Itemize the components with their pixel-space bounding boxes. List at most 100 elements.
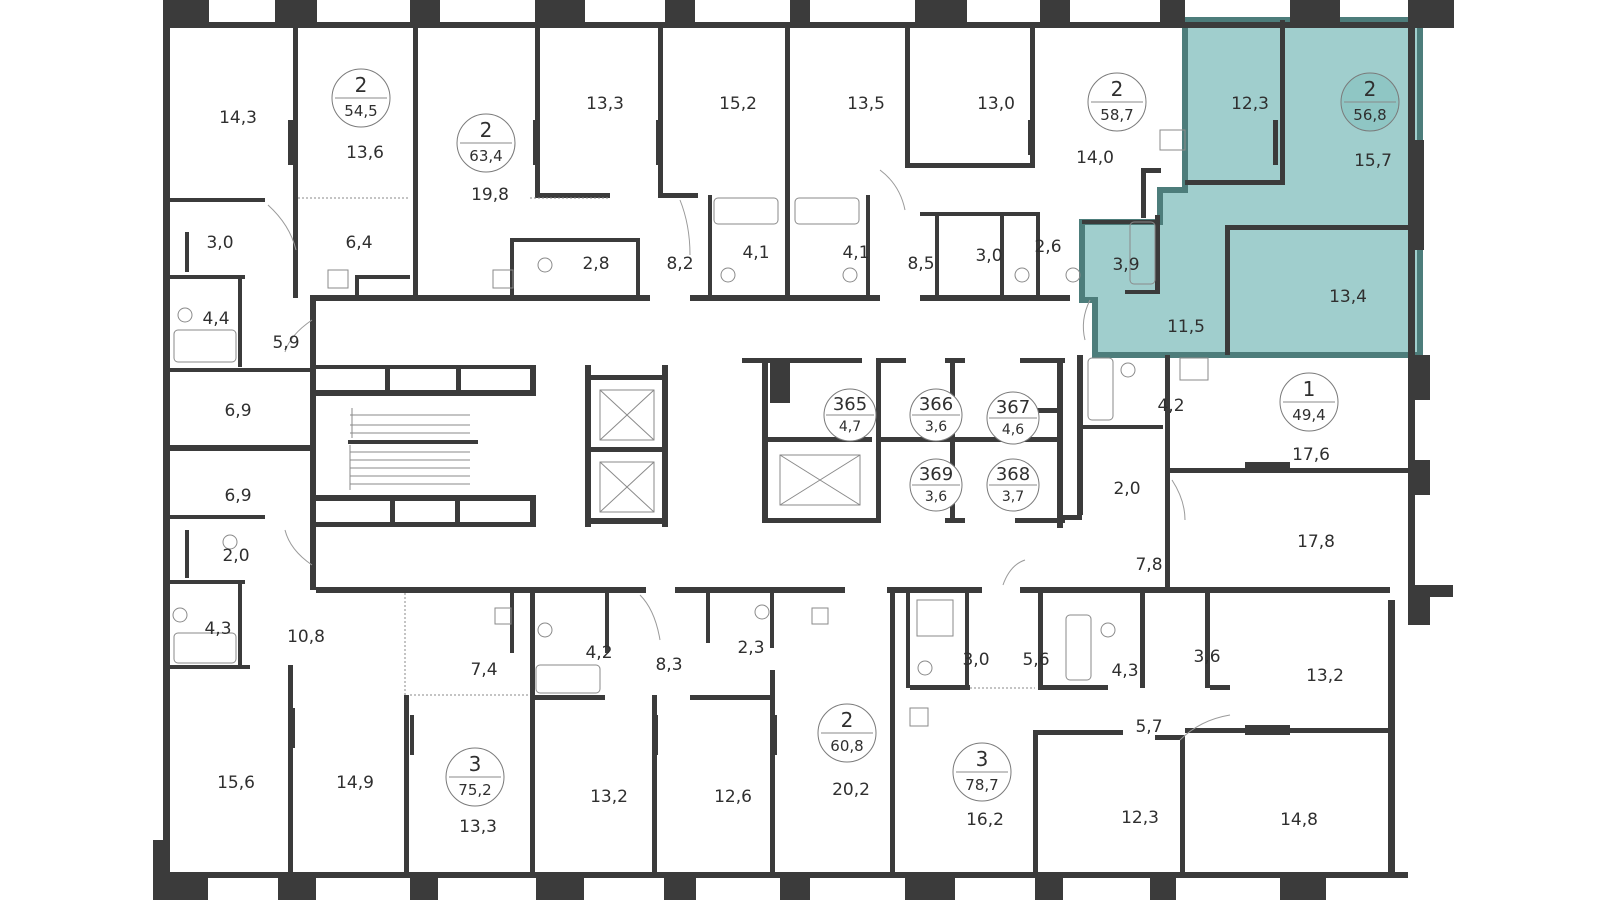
room-area-label: 4,3	[1111, 661, 1138, 681]
storage-number: 369	[919, 464, 953, 485]
storage-badge[interactable]: 365 4,7	[823, 388, 877, 442]
room-area-label: 14,3	[219, 108, 257, 128]
room-area-label: 4,3	[204, 619, 231, 639]
door-swings	[267, 169, 1231, 741]
storage-number: 367	[996, 397, 1030, 418]
storage-badge[interactable]: 369 3,6	[909, 458, 963, 512]
storage-badge[interactable]: 367 4,6	[986, 391, 1040, 445]
room-area-label: 10,8	[287, 627, 325, 647]
room-area-label: 7,4	[470, 660, 497, 680]
storage-area: 3,6	[925, 419, 947, 435]
room-area-label: 12,3	[1231, 94, 1269, 114]
room-area-label: 17,6	[1292, 445, 1330, 465]
room-area-label: 14,9	[336, 773, 374, 793]
room-area-label: 2,8	[582, 254, 609, 274]
storage-badges: 365 4,7 366 3,6 367 4,6 369 3,6 368 3,7	[823, 388, 1040, 512]
apartment-badge[interactable]: 3 78,7	[952, 742, 1012, 802]
room-area-label: 3,9	[1112, 255, 1139, 275]
storage-badge[interactable]: 368 3,7	[986, 458, 1040, 512]
apartment-total-area: 75,2	[458, 781, 491, 799]
room-area-label: 2,0	[222, 546, 249, 566]
storage-area: 3,7	[1002, 489, 1024, 505]
room-area-label: 15,2	[719, 94, 757, 114]
apartment-rooms: 2	[841, 708, 854, 732]
room-area-label: 4,2	[1157, 396, 1184, 416]
room-area-label: 11,5	[1167, 317, 1205, 337]
room-area-label: 14,8	[1280, 810, 1318, 830]
apartment-total-area: 78,7	[965, 776, 998, 794]
room-area-label: 20,2	[832, 780, 870, 800]
apartment-rooms: 1	[1303, 377, 1316, 401]
apartment-rooms: 2	[1111, 77, 1124, 101]
apartment-rooms: 2	[1364, 77, 1377, 101]
apartment-badge[interactable]: 3 75,2	[445, 747, 505, 807]
room-area-label: 13,2	[590, 787, 628, 807]
room-area-label: 8,5	[907, 254, 934, 274]
room-area-label: 12,3	[1121, 808, 1159, 828]
apartment-badges: 2 54,5 2 63,4 2 58,7 2 56,8 1 49,4	[331, 68, 1400, 807]
room-area-label: 2,3	[737, 638, 764, 658]
apartment-rooms: 2	[480, 118, 493, 142]
room-area-label: 19,8	[471, 185, 509, 205]
storage-number: 368	[996, 464, 1030, 485]
room-area-label: 13,3	[459, 817, 497, 837]
room-area-label: 15,7	[1354, 151, 1392, 171]
room-area-label: 16,2	[966, 810, 1004, 830]
apartment-total-area: 60,8	[830, 737, 863, 755]
room-labels: 14,3 13,6 19,8 13,3 15,2 13,5 13,0 14,0 …	[202, 94, 1391, 837]
staircase	[349, 408, 470, 490]
apartment-badge[interactable]: 2 63,4	[456, 113, 516, 173]
room-area-label: 15,6	[217, 773, 255, 793]
apartment-total-area: 58,7	[1100, 106, 1133, 124]
apartment-badge[interactable]: 2 58,7	[1087, 72, 1147, 132]
room-area-label: 6,9	[224, 486, 251, 506]
apartment-badge[interactable]: 2 60,8	[817, 703, 877, 763]
outer-walls	[153, 0, 1454, 900]
storage-badge[interactable]: 366 3,6	[909, 388, 963, 442]
room-area-label: 3,0	[975, 246, 1002, 266]
room-area-label: 4,2	[585, 643, 612, 663]
room-area-label: 13,5	[847, 94, 885, 114]
zone-lines	[298, 197, 1035, 696]
room-area-label: 5,6	[1022, 650, 1049, 670]
apartment-badge[interactable]: 1 49,4	[1279, 372, 1339, 432]
room-area-label: 6,4	[345, 233, 372, 253]
apartment-total-area: 56,8	[1353, 106, 1386, 124]
room-area-label: 13,3	[586, 94, 624, 114]
storage-number: 366	[919, 394, 953, 415]
room-area-label: 4,1	[842, 243, 869, 263]
room-area-label: 4,4	[202, 309, 229, 329]
room-area-label: 13,4	[1329, 287, 1367, 307]
elevators	[599, 389, 861, 513]
room-area-label: 8,2	[666, 254, 693, 274]
selected-apartment[interactable]	[1079, 17, 1423, 358]
storage-area: 4,6	[1002, 422, 1024, 438]
room-area-label: 5,7	[1135, 717, 1162, 737]
storage-area: 4,7	[839, 419, 861, 435]
room-area-label: 17,8	[1297, 532, 1335, 552]
room-area-label: 14,0	[1076, 148, 1114, 168]
room-area-label: 13,0	[977, 94, 1015, 114]
apartment-total-area: 54,5	[344, 102, 377, 120]
bathroom-fixtures	[172, 129, 1209, 727]
room-area-label: 5,9	[272, 333, 299, 353]
room-area-label: 6,9	[224, 401, 251, 421]
storage-number: 365	[833, 394, 867, 415]
room-area-label: 3,6	[1193, 647, 1220, 667]
apartment-total-area: 63,4	[469, 147, 502, 165]
apartment-total-area: 49,4	[1292, 406, 1325, 424]
room-area-label: 3,0	[206, 233, 233, 253]
room-area-label: 2,0	[1113, 479, 1140, 499]
room-area-label: 13,6	[346, 143, 384, 163]
room-area-label: 13,2	[1306, 666, 1344, 686]
apartment-badge-selected[interactable]: 2 56,8	[1340, 72, 1400, 132]
apartment-badge[interactable]: 2 54,5	[331, 68, 391, 128]
room-area-label: 4,1	[742, 243, 769, 263]
room-area-label: 12,6	[714, 787, 752, 807]
room-area-label: 8,3	[655, 655, 682, 675]
apartment-rooms: 3	[469, 752, 482, 776]
selected-apartment-fill	[1082, 20, 1420, 355]
storage-area: 3,6	[925, 489, 947, 505]
apartment-rooms: 2	[355, 73, 368, 97]
